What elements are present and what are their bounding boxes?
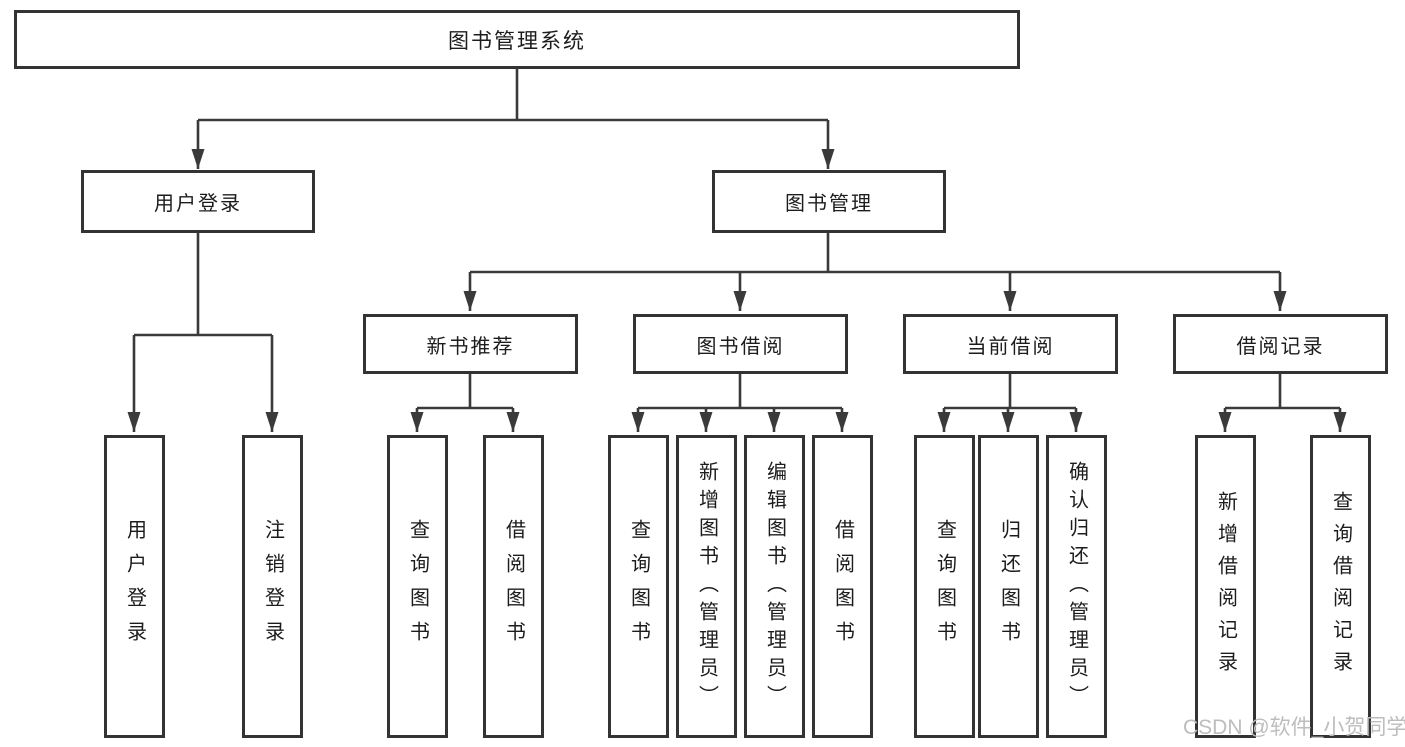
leaf-add-borrow-record: 新增借阅记录	[1195, 435, 1256, 738]
node-book-management: 图书管理	[712, 170, 946, 233]
leaf-add-book-admin: 新增图书（管理员）	[676, 435, 737, 738]
node-label: 用户登录	[154, 193, 242, 215]
leaf-label: 用户登录	[123, 518, 146, 655]
leaf-query-books-3: 查询图书	[914, 435, 975, 738]
node-label: 借阅记录	[1236, 335, 1325, 358]
leaf-label: 确认归还（管理员）	[1065, 460, 1088, 713]
leaf-label: 查询图书	[627, 518, 650, 655]
node-new-book-recommend: 新书推荐	[363, 314, 578, 374]
leaf-label: 新增图书（管理员）	[695, 460, 718, 713]
node-library-system: 图书管理系统	[14, 10, 1020, 69]
node-book-borrowing: 图书借阅	[633, 314, 848, 374]
node-borrowing-records: 借阅记录	[1173, 314, 1388, 374]
leaf-label: 注销登录	[261, 518, 284, 655]
csdn-watermark: CSDN @软件_小贺同学	[1183, 711, 1405, 741]
node-label: 图书管理	[785, 193, 873, 215]
leaf-label: 借阅图书	[502, 518, 525, 655]
leaf-borrow-books-1: 借阅图书	[483, 435, 544, 738]
node-label: 当前借阅	[966, 335, 1055, 358]
leaf-label: 查询图书	[933, 518, 956, 655]
node-label: 图书管理系统	[448, 29, 586, 53]
leaf-label: 编辑图书（管理员）	[763, 460, 786, 713]
leaf-borrow-books-2: 借阅图书	[812, 435, 873, 738]
leaf-user-login: 用户登录	[104, 435, 165, 738]
leaf-return-book: 归还图书	[978, 435, 1039, 738]
leaf-label: 查询图书	[406, 518, 429, 655]
leaf-edit-book-admin: 编辑图书（管理员）	[744, 435, 805, 738]
node-current-borrowing: 当前借阅	[903, 314, 1118, 374]
leaf-label: 借阅图书	[831, 518, 854, 655]
leaf-query-borrow-record: 查询借阅记录	[1310, 435, 1371, 738]
watermark-text: CSDN @软件_小贺同学	[1183, 716, 1405, 739]
leaf-logout: 注销登录	[242, 435, 303, 738]
node-label: 新书推荐	[426, 335, 515, 358]
leaf-query-books-2: 查询图书	[608, 435, 669, 738]
leaf-label: 新增借阅记录	[1214, 490, 1237, 683]
leaf-confirm-return-admin: 确认归还（管理员）	[1046, 435, 1107, 738]
leaf-label: 归还图书	[997, 518, 1020, 655]
node-label: 图书借阅	[696, 335, 785, 358]
leaf-label: 查询借阅记录	[1329, 490, 1352, 683]
leaf-query-books-1: 查询图书	[387, 435, 448, 738]
node-user-login: 用户登录	[81, 170, 315, 233]
